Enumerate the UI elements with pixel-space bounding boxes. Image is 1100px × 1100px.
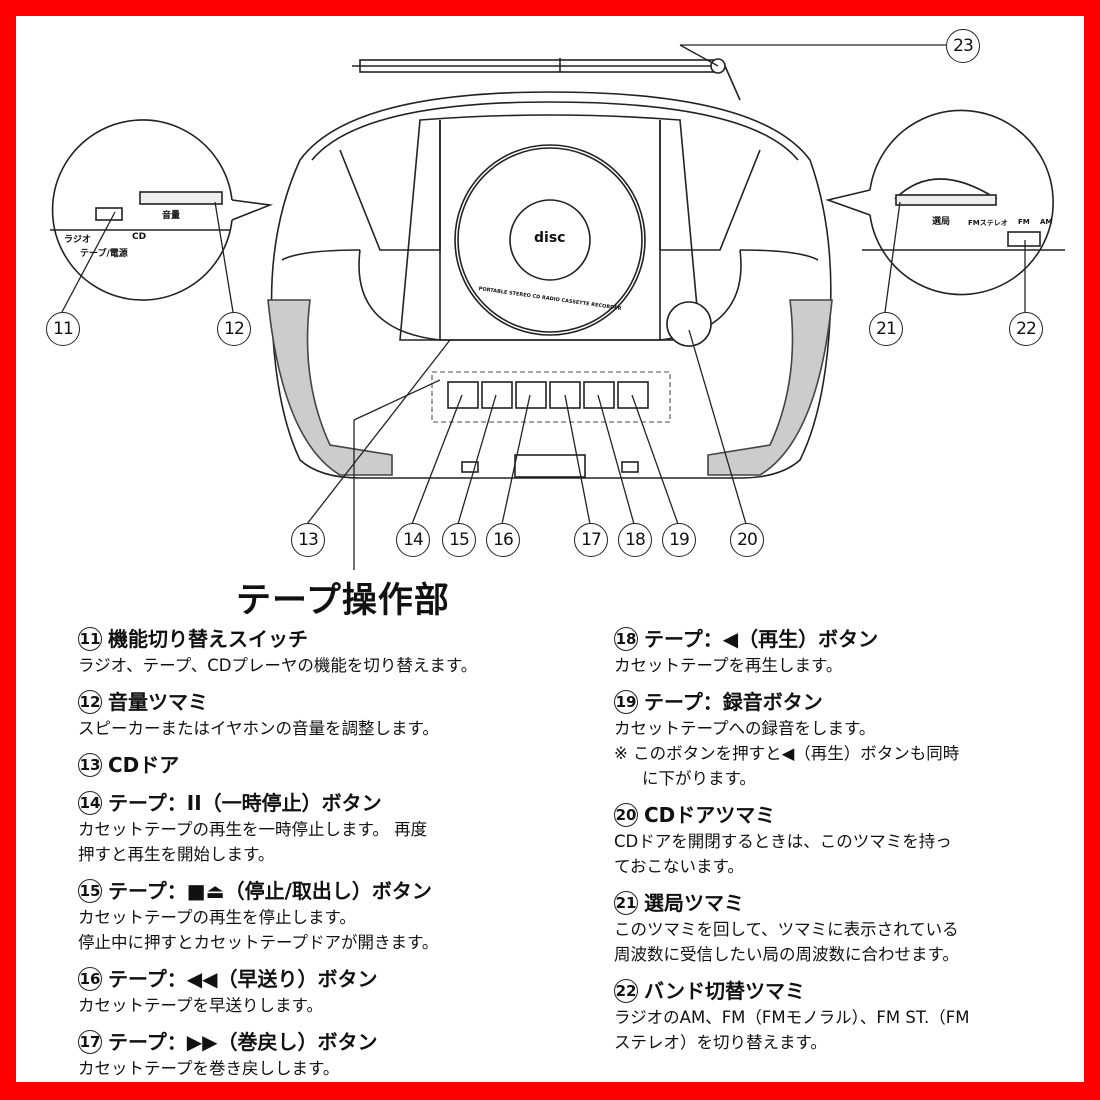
item-note: に下がります。: [642, 769, 756, 788]
callout-20: 20: [730, 523, 764, 557]
item-number: 22: [614, 979, 638, 1003]
label-radio: ラジオ: [64, 235, 91, 245]
item-number: 18: [614, 627, 638, 651]
item-description: ラジオのAM、FM（FMモノラル）、FM ST.（FM: [614, 1008, 970, 1027]
item-description: ステレオ）を切り替えます。: [614, 1033, 827, 1052]
item-description: CDドアを開閉するときは、このツマミを持っ: [614, 832, 952, 851]
item-number: 13: [78, 753, 102, 777]
callout-21: 21: [869, 312, 903, 346]
callout-16: 16: [486, 523, 520, 557]
callout-14: 14: [396, 523, 430, 557]
cd-lid: [454, 144, 646, 336]
item-title: CDドア: [108, 753, 180, 777]
item-title: テープ：録音ボタン: [644, 690, 823, 714]
callout-11: 11: [46, 312, 80, 346]
item-description: ラジオ、テープ、CDプレーヤの機能を切り替えます。: [78, 656, 478, 675]
item-description: スピーカーまたはイヤホンの音量を調整します。: [78, 719, 439, 738]
right-inset: [825, 109, 1065, 296]
label-fm-stereo: FMステレオ: [968, 219, 1008, 227]
left-inset: [50, 119, 274, 301]
item-description: 周波数に受信したい局の周波数に合わせます。: [614, 945, 959, 964]
callout-18: 18: [618, 523, 652, 557]
item-title: 機能切り替えスイッチ: [108, 627, 308, 651]
callout-22: 22: [1009, 312, 1043, 346]
item-number: 20: [614, 803, 638, 827]
item-description: カセットテープの再生を一時停止します。 再度: [78, 820, 428, 839]
callout-13: 13: [291, 523, 325, 557]
label-fm: FM: [1018, 218, 1030, 226]
item-number: 17: [78, 1030, 102, 1054]
item-note: ※ このボタンを押すと◀（再生）ボタンも同時: [614, 744, 960, 763]
item-number: 15: [78, 879, 102, 903]
label-am: AM: [1040, 218, 1053, 226]
item-description: ておこないます。: [614, 857, 744, 876]
item-number: 19: [614, 690, 638, 714]
item-title: バンド切替ツマミ: [644, 979, 805, 1003]
label-cd: CD: [132, 232, 147, 242]
label-volume: 音量: [162, 211, 181, 221]
callout-23: 23: [946, 29, 980, 63]
callout-15: 15: [442, 523, 476, 557]
item-number: 21: [614, 891, 638, 915]
antenna: [352, 58, 741, 101]
label-tape-power: テープ/電源: [80, 249, 128, 259]
item-description: このツマミを回して、ツマミに表示されている: [614, 920, 959, 939]
item-title: テープ：◀◀（早送り）ボタン: [108, 967, 378, 991]
leader-lines: [61, 44, 1026, 570]
item-description: カセットテープを再生します。: [614, 656, 843, 675]
tape-button-panel: [431, 371, 671, 478]
section-title: テープ操作部: [236, 581, 450, 621]
item-title: テープ：▶▶（巻戻し）ボタン: [108, 1030, 378, 1054]
item-title: テープ：◀（再生）ボタン: [644, 627, 879, 651]
item-description: カセットテープを早送りします。: [78, 996, 323, 1015]
item-title: CDドアツマミ: [644, 803, 776, 827]
item-number: 16: [78, 967, 102, 991]
item-title: テープ：■⏏（停止/取出し）ボタン: [108, 879, 432, 903]
item-title: テープ：II（一時停止）ボタン: [108, 791, 382, 815]
callout-12: 12: [217, 312, 251, 346]
item-description: 押すと再生を開始します。: [78, 845, 275, 864]
item-title: 音量ツマミ: [108, 690, 208, 714]
item-title: 選局ツマミ: [644, 891, 744, 915]
item-number: 12: [78, 690, 102, 714]
cd-door-knob: [666, 301, 712, 347]
label-tuning: 選局: [932, 217, 951, 227]
item-description: カセットテープへの録音をします。: [614, 719, 876, 738]
item-number: 14: [78, 791, 102, 815]
callout-17: 17: [574, 523, 608, 557]
callout-19: 19: [662, 523, 696, 557]
item-description: カセットテープの再生を停止します。: [78, 908, 356, 927]
item-number: 11: [78, 627, 102, 651]
disc-logo: disc: [534, 230, 566, 246]
speaker-grilles: [267, 299, 833, 476]
item-description: 停止中に押すとカセットテープドアが開きます。: [78, 933, 439, 952]
item-description: カセットテープを巻き戻しします。: [78, 1059, 340, 1078]
